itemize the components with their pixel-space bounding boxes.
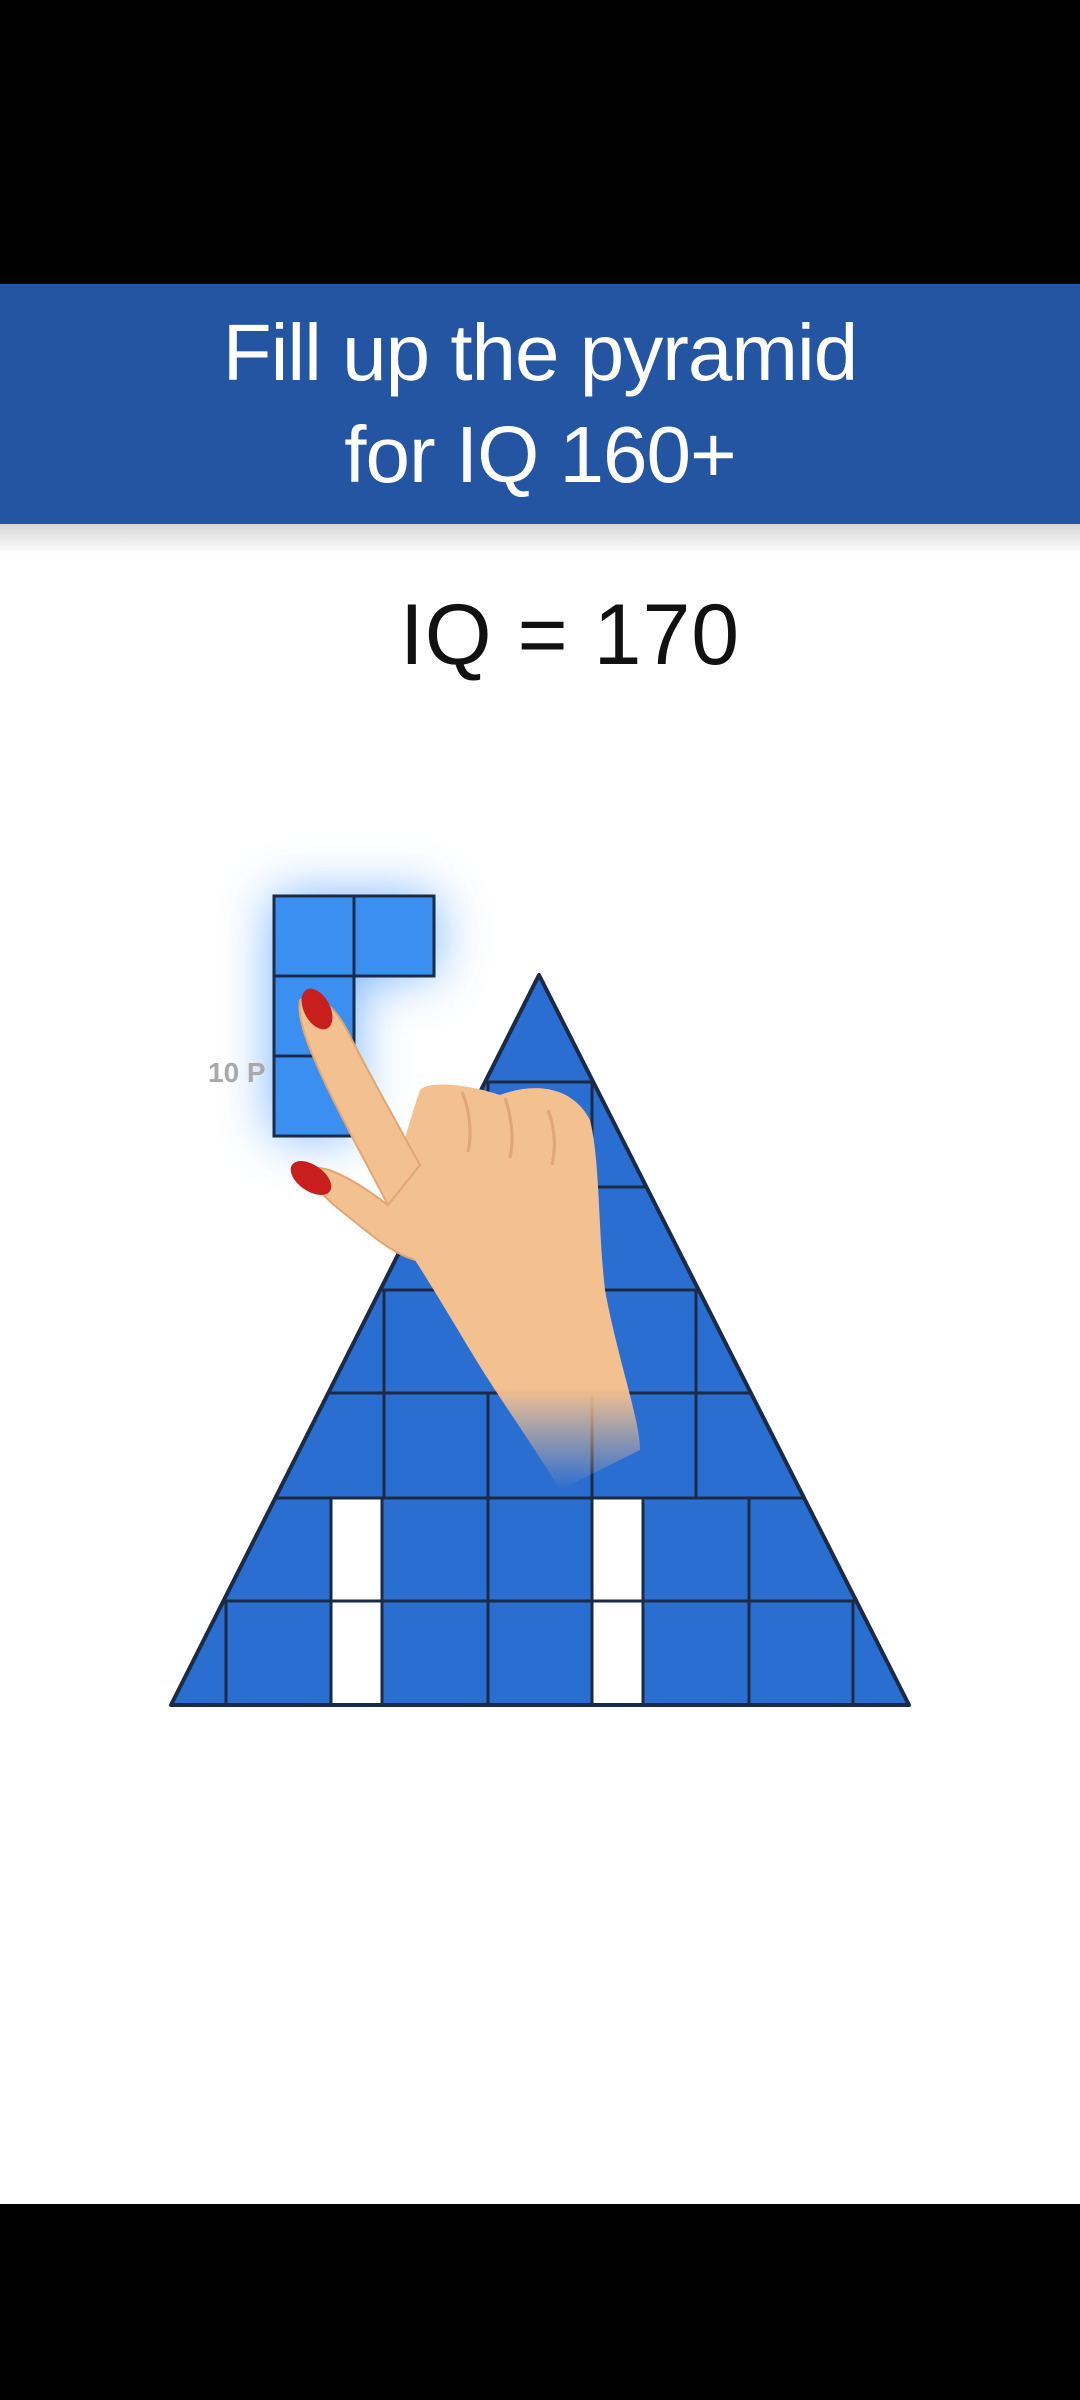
banner-title-line-2: for IQ 160+ [344,410,736,499]
banner-shadow [0,524,1080,554]
fingernail [290,1161,332,1195]
fingernail [301,988,333,1030]
piece-cell [272,894,356,978]
piece-cell [352,894,436,978]
navigation-bar-area [0,2204,1080,2400]
pointing-hand-icon [290,988,640,1490]
banner-title-line-1: Fill up the pyramid [222,308,859,397]
status-bar-area [0,0,1080,284]
title-banner: Fill up the pyramid for IQ 160+ [0,284,1080,524]
pyramid-outline [169,973,911,1707]
piece-label: 10 P [208,1057,266,1088]
iq-score: IQ = 170 [399,587,741,683]
